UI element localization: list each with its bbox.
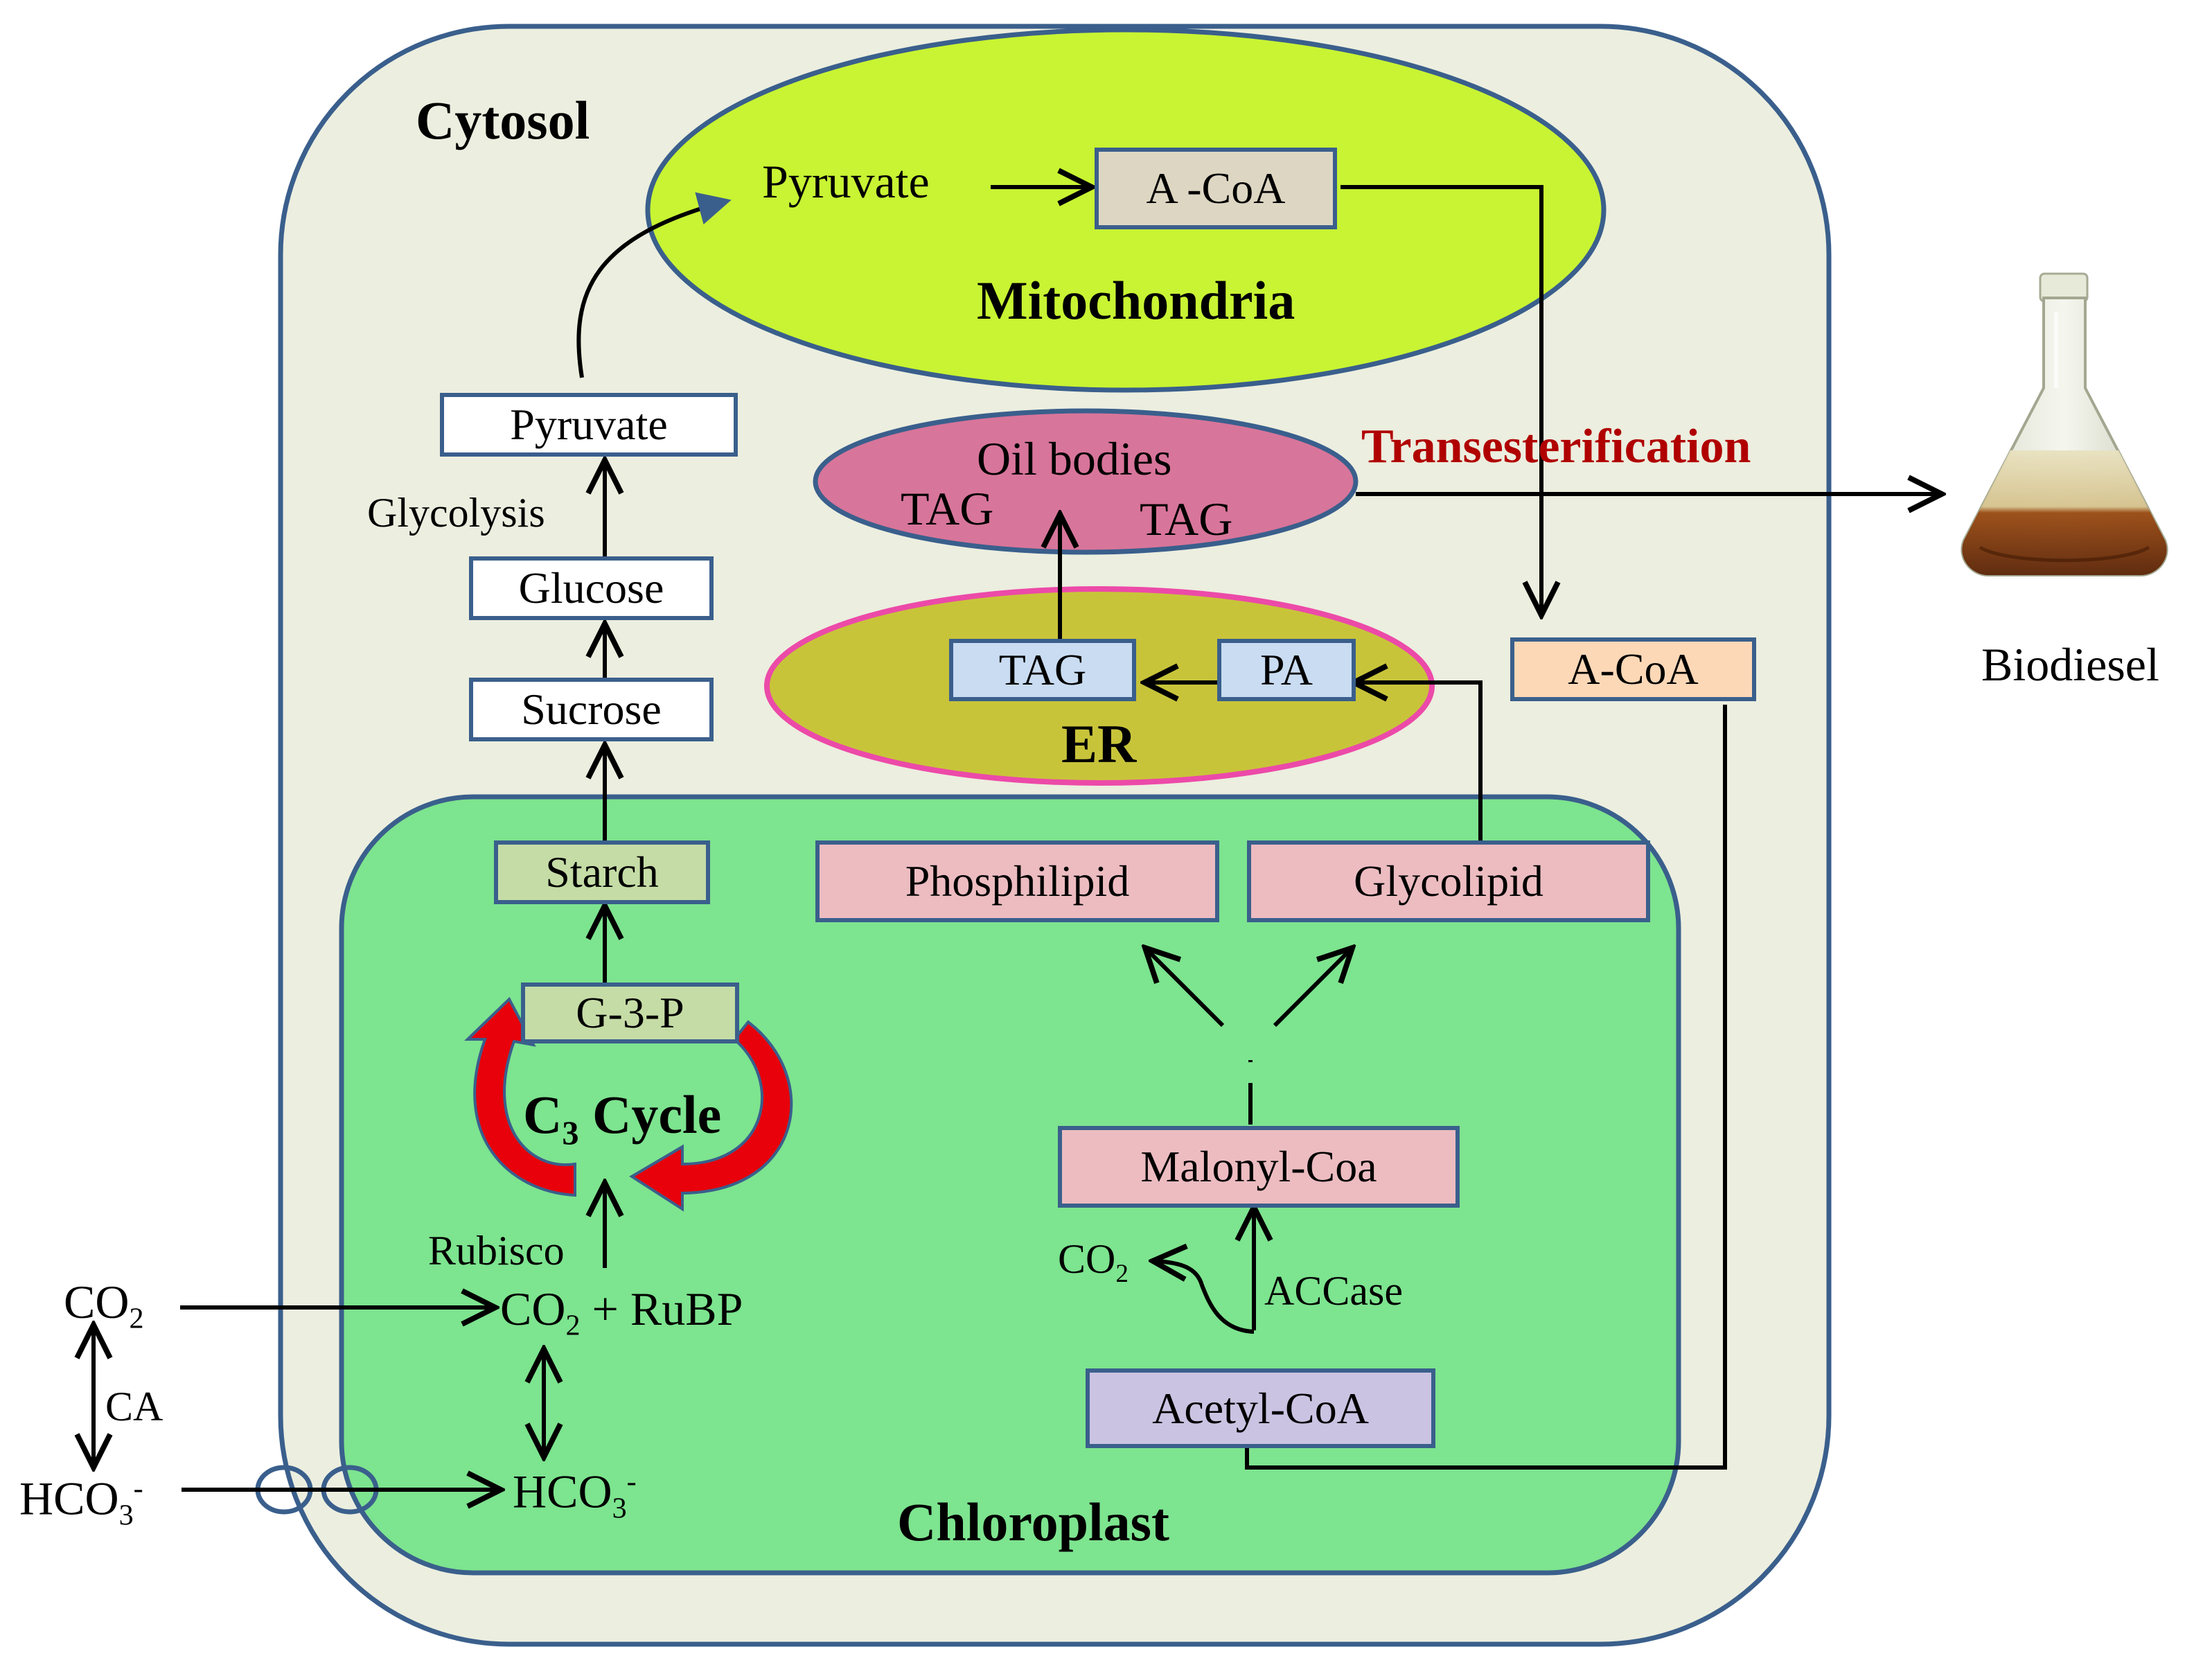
- arrow-co2-release: [1155, 1261, 1255, 1334]
- cytosol-acoa-node: A-CoA: [1510, 637, 1756, 701]
- c3-cycle-arrow-right: [629, 1020, 793, 1212]
- cytosol-label: Cytosol: [416, 90, 590, 150]
- phospholipid-node: Phosphilipid: [815, 840, 1219, 922]
- pyruvate-node: Pyruvate: [440, 393, 738, 457]
- line-cytosol-acoa-to-acetylcoa: [1245, 705, 1727, 1470]
- malonyl-coa-node: Malonyl-Coa: [1058, 1126, 1460, 1208]
- mito-pyruvate-label: Pyruvate: [762, 155, 930, 208]
- co2-released-label: CO2: [1058, 1236, 1129, 1288]
- g3p-node: G-3-P: [521, 983, 739, 1043]
- starch-node: Starch: [494, 840, 710, 904]
- acetyl-coa-node: Acetyl-CoA: [1086, 1368, 1435, 1448]
- er-label: ER: [1061, 714, 1137, 774]
- chloroplast-label: Chloroplast: [897, 1492, 1169, 1552]
- rubisco-label: Rubisco: [428, 1228, 565, 1274]
- oil-bodies-region: [813, 408, 1359, 555]
- co2-rubp-label: CO2 + RuBP: [500, 1283, 743, 1342]
- mito-acoa-node: A -CoA: [1095, 148, 1337, 229]
- sucrose-node: Sucrose: [469, 678, 714, 741]
- biodiesel-label: Biodiesel: [1981, 638, 2159, 691]
- c3-cycle-label: C3 Cycle: [523, 1084, 722, 1152]
- c3-cycle-arrow-left: [464, 996, 576, 1197]
- arrow-acoa-cytosol: [1341, 185, 1541, 613]
- co2-external-label: CO2: [64, 1276, 144, 1335]
- glucose-node: Glucose: [469, 556, 714, 620]
- arrow-to-glycolipid: [1273, 949, 1351, 1028]
- arrow-glycolipid-pa: [1356, 682, 1483, 842]
- glycolysis-label: Glycolysis: [367, 490, 545, 536]
- arrow-to-phospholipid: [1147, 949, 1225, 1028]
- biodiesel-flask-image: [1961, 272, 2168, 576]
- arrow-pyruvate-mitochondria: [576, 192, 732, 378]
- hco3-internal-label: HCO3-: [513, 1465, 637, 1525]
- er-tag-node: TAG: [949, 639, 1136, 701]
- accase-label: ACCase: [1264, 1268, 1403, 1314]
- transesterification-label: Transesterification: [1361, 420, 1751, 473]
- oil-bodies-label: Oil bodies: [977, 432, 1172, 485]
- hco3-external-label: HCO3-: [19, 1472, 143, 1532]
- oil-tag-right: TAG: [1140, 493, 1233, 545]
- glycolipid-node: Glycolipid: [1247, 840, 1650, 922]
- mitochondria-label: Mitochondria: [977, 270, 1295, 331]
- oil-tag-left: TAG: [901, 482, 994, 535]
- ca-label: CA: [105, 1384, 163, 1429]
- er-pa-node: PA: [1217, 639, 1356, 701]
